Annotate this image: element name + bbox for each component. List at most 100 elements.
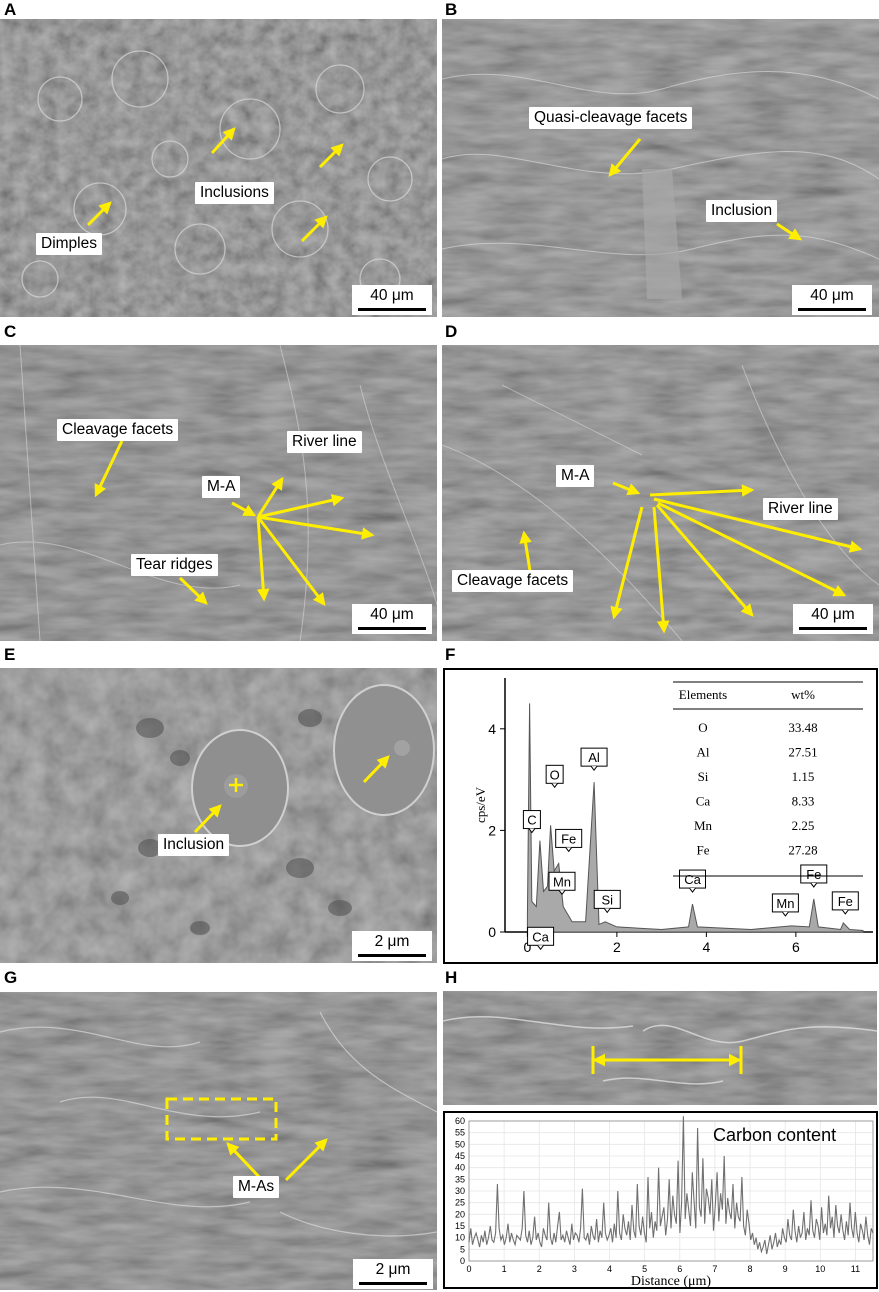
svg-text:Mn: Mn: [776, 896, 794, 911]
eds-table-element: Mn: [694, 818, 713, 833]
arrow-d8: [519, 530, 532, 572]
carbon-y-tick-label: 45: [455, 1151, 465, 1161]
eds-x-tick-label: 6: [792, 939, 800, 955]
annotation-inclusion-e: Inclusion: [158, 834, 230, 856]
carbon-x-tick-label: 6: [677, 1264, 682, 1274]
eds-y-tick-label: 0: [488, 924, 496, 940]
arrow-b2: [776, 222, 803, 241]
carbon-plot-frame: [468, 1120, 874, 1262]
eds-peak-label-mn: Mn: [548, 871, 576, 896]
arrow-a3: [300, 215, 328, 243]
arrow-d1: [612, 481, 641, 496]
eds-peak-label-si: Si: [593, 889, 621, 914]
svg-text:O: O: [550, 767, 560, 782]
scale-bar-c: 40 μm: [352, 604, 432, 634]
carbon-x-tick-label: 7: [712, 1264, 717, 1274]
annotation-quasi-cleavage: Quasi-cleavage facets: [529, 107, 693, 129]
eds-table-value: 1.15: [792, 769, 815, 784]
carbon-x-tick-label: 3: [572, 1264, 577, 1274]
carbon-x-axis-label: Distance (μm): [631, 1274, 712, 1287]
eds-table-element: Si: [698, 769, 709, 784]
annotation-mas: M-As: [233, 1176, 280, 1198]
eds-table-element: O: [698, 720, 707, 735]
eds-table-value: 27.51: [788, 745, 817, 760]
panel-label-d: D: [445, 322, 458, 341]
sem-image-c: Cleavage facets River line M-A Tear ridg…: [0, 345, 437, 641]
eds-table-element: Ca: [696, 794, 711, 809]
carbon-y-tick-label: 30: [455, 1186, 465, 1196]
carbon-x-tick-label: 11: [851, 1264, 860, 1274]
eds-peak-label-o: O: [545, 764, 564, 789]
arrow-c3: [257, 494, 345, 519]
eds-peak-label-al: Al: [580, 747, 608, 771]
annotation-river-line-d: River line: [763, 498, 838, 520]
eds-peak-label-ca: Ca: [679, 869, 707, 893]
panel-label-e: E: [4, 645, 16, 664]
annotation-ma-d: M-A: [556, 465, 595, 487]
svg-text:C: C: [527, 813, 536, 828]
scale-bar-g: 2 μm: [353, 1259, 433, 1289]
scale-bar-b: 40 μm: [792, 285, 872, 315]
eds-table-header: wt%: [791, 687, 815, 702]
carbon-x-tick-label: 5: [642, 1264, 647, 1274]
annotation-ma-c: M-A: [202, 476, 241, 498]
carbon-y-tick-label: 55: [455, 1128, 465, 1138]
svg-text:Si: Si: [601, 892, 613, 907]
eds-table-value: 2.25: [792, 818, 815, 833]
svg-text:Ca: Ca: [684, 872, 701, 887]
arrow-d6: [652, 506, 670, 634]
sem-texture-g: [0, 992, 437, 1290]
arrow-c8: [178, 576, 208, 605]
carbon-x-tick-label: 9: [783, 1264, 788, 1274]
eds-spectrum-area: [526, 703, 864, 933]
arrow-c4: [257, 515, 375, 540]
carbon-x-tick-label: 2: [537, 1264, 542, 1274]
annotation-cleavage-facets-c: Cleavage facets: [57, 419, 179, 441]
eds-table-element: Fe: [697, 843, 710, 858]
sem-image-b: Quasi-cleavage facets Inclusion 40 μm: [442, 19, 879, 317]
sem-texture-e: [0, 668, 437, 963]
panel-label-a: A: [4, 0, 17, 19]
svg-text:Fe: Fe: [806, 867, 821, 882]
carbon-y-tick-label: 25: [455, 1198, 465, 1208]
arrow-b1: [608, 138, 642, 177]
eds-x-tick-label: 0: [523, 939, 531, 955]
arrow-d2: [649, 484, 755, 497]
carbon-x-tick-label: 4: [607, 1264, 612, 1274]
eds-peak-label-fe: Fe: [800, 864, 828, 888]
panel-label-f: F: [445, 645, 456, 664]
carbon-x-tick-label: 0: [466, 1264, 471, 1274]
dimple-right: [333, 684, 435, 816]
eds-y-tick-label: 2: [488, 822, 496, 838]
carbon-y-tick-label: 50: [455, 1139, 465, 1149]
eds-table-value: 27.28: [788, 843, 817, 858]
scale-bar-d: 40 μm: [793, 604, 873, 634]
annotation-tear-ridges: Tear ridges: [131, 554, 218, 576]
sem-texture-b: [442, 19, 879, 317]
arrow-g1: [226, 1142, 264, 1182]
carbon-x-tick-label: 8: [748, 1264, 753, 1274]
arrow-c1: [94, 440, 124, 498]
point-marker: [229, 778, 243, 792]
eds-table-element: Al: [697, 745, 710, 760]
annotation-river-line-c: River line: [287, 431, 362, 453]
sem-texture-a: [0, 19, 437, 317]
eds-table-header: Elements: [679, 687, 727, 702]
carbon-y-tick-label: 60: [455, 1116, 465, 1126]
annotation-inclusion-b: Inclusion: [706, 200, 778, 222]
sem-image-e: Inclusion 2 μm: [0, 668, 437, 963]
arrow-d5: [655, 504, 754, 617]
arrow-c6: [256, 516, 326, 607]
arrow-e1: [193, 804, 222, 834]
arrow-a1: [210, 127, 236, 155]
carbon-series-line: [468, 1116, 874, 1255]
arrow-a2: [318, 143, 344, 169]
eds-y-tick-label: 4: [488, 721, 496, 737]
eds-peak-label-ca: Ca: [527, 926, 555, 951]
carbon-y-tick-label: 5: [460, 1244, 465, 1254]
eds-table-value: 33.48: [788, 720, 817, 735]
